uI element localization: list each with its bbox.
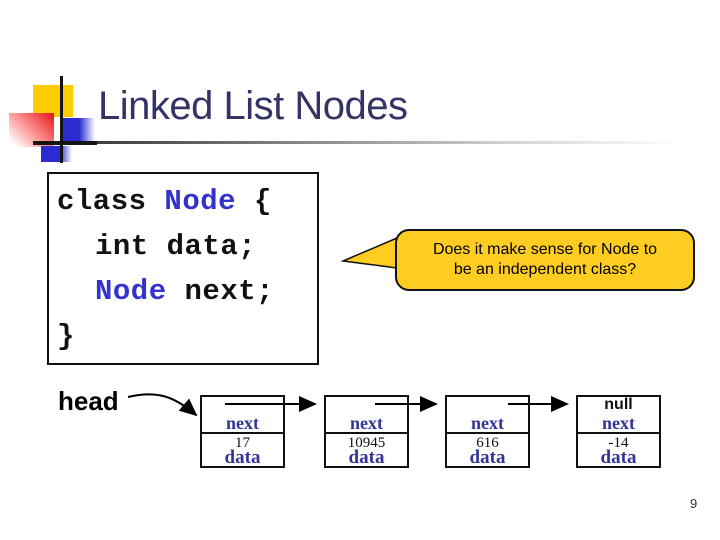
code-type-node: Node — [95, 275, 167, 308]
node-box-3: next 616 data — [445, 395, 530, 468]
next-field-label: next — [602, 413, 635, 433]
decor-vertical-line — [60, 76, 63, 163]
callout-bubble: Does it make sense for Node to be an ind… — [395, 229, 695, 291]
code-line-2: int data; — [95, 230, 257, 263]
node-3-data-cell: 616 data — [447, 434, 528, 468]
node-value: 17 — [235, 435, 250, 451]
slide-title: Linked List Nodes — [98, 84, 408, 128]
code-block: class Node { int data; Node next; } — [47, 172, 319, 365]
node-box-1: next 17 data — [200, 395, 285, 468]
callout-text-line2: be an independent class? — [453, 261, 637, 278]
node-4-data-cell: -14 data — [578, 434, 659, 468]
data-field-label: data — [600, 447, 637, 468]
node-value: 10945 — [347, 435, 386, 451]
title-underline-gradient — [95, 141, 670, 144]
code-line-1: class Node { — [57, 179, 317, 224]
node-3-next-cell: next — [447, 397, 528, 434]
code-field-next: next; — [166, 275, 275, 308]
callout-text-line1: Does it make sense for Node to — [432, 241, 658, 258]
decor-horizontal-line — [33, 141, 97, 145]
node-2-data-cell: 10945 data — [326, 434, 407, 468]
decor-blue-square-upper — [60, 118, 95, 143]
code-line-3: Node next; — [57, 269, 317, 314]
node-1-next-cell: next — [202, 397, 283, 434]
node-box-4: null next -14 data — [576, 395, 661, 468]
node-value: -14 — [608, 435, 629, 451]
head-pointer-label: head — [58, 386, 119, 416]
code-type-node: Node — [164, 185, 237, 218]
code-line-4: } — [57, 320, 75, 353]
code-keyword-class: class — [57, 185, 165, 218]
next-field-label: next — [350, 413, 383, 433]
page-number: 9 — [690, 496, 698, 511]
decor-blue-square-lower — [41, 146, 72, 162]
data-field-label: data — [224, 447, 261, 468]
head-arrow — [127, 393, 198, 417]
node-1-data-cell: 17 data — [202, 434, 283, 468]
next-field-label: next — [471, 413, 504, 433]
decor-yellow-square — [33, 85, 73, 117]
node-4-next-cell: null next — [578, 397, 659, 434]
node-box-2: next 10945 data — [324, 395, 409, 468]
next-field-label: next — [226, 413, 259, 433]
data-field-label: data — [469, 447, 506, 468]
node-value: 616 — [476, 435, 499, 451]
null-pointer-label: null — [604, 396, 633, 413]
node-2-next-cell: next — [326, 397, 407, 434]
code-open-brace: { — [236, 185, 272, 218]
data-field-label: data — [348, 447, 385, 468]
